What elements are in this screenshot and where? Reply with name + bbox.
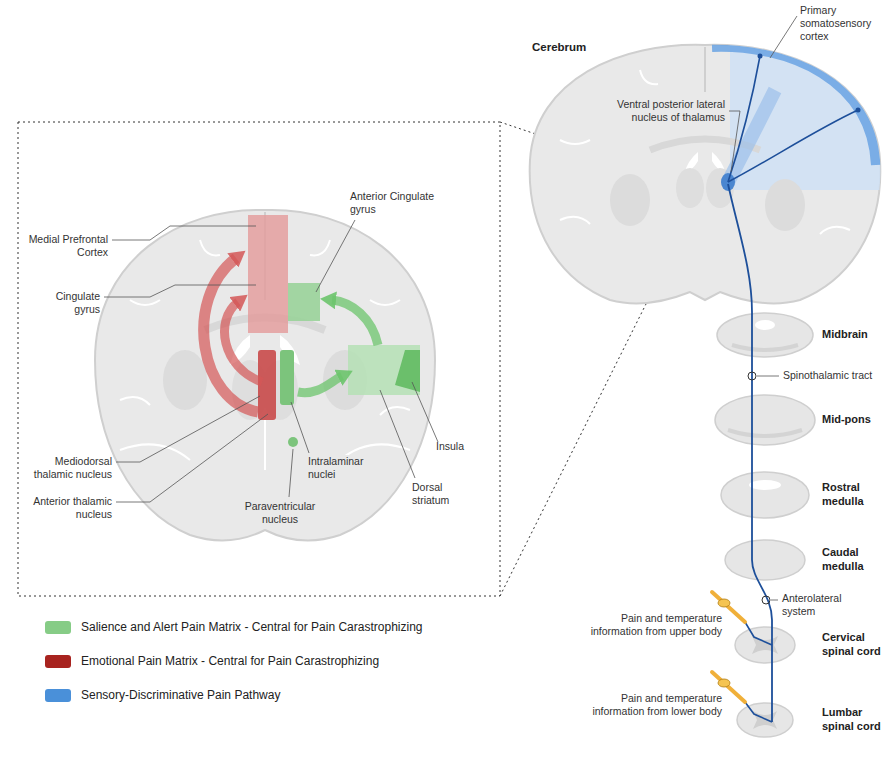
caudal-medulla-section — [725, 540, 805, 580]
paraventricular-region — [288, 437, 298, 447]
brain-section — [95, 210, 435, 541]
legend-swatch — [45, 689, 71, 702]
level-label: Mid-pons — [822, 413, 886, 427]
gyrus-line — [560, 217, 590, 224]
intralaminar-region — [280, 350, 294, 405]
anterior-cingulate-region — [288, 283, 320, 321]
salience-arrow — [298, 376, 342, 393]
leader-line — [104, 285, 256, 297]
inset-frame — [18, 122, 500, 596]
crossing-fiber — [745, 702, 772, 722]
basal-ganglia — [163, 350, 207, 410]
leader-line — [757, 376, 779, 377]
structure-label: Intralaminar nuclei — [308, 455, 378, 481]
leader-line — [729, 111, 740, 172]
leader-line — [291, 402, 309, 453]
input-note: Pain and temperature information from up… — [572, 612, 722, 638]
thalamocortical-fiber — [728, 110, 858, 182]
legend-row: Sensory-Discriminative Pain Pathway — [45, 688, 280, 702]
cervical-cord-section — [735, 627, 795, 663]
somatosensory-cortex-band — [712, 47, 876, 165]
spinothalamic-tract — [728, 184, 772, 722]
level-label: Rostral medulla — [822, 481, 886, 509]
leader-line — [380, 390, 415, 478]
structure-label: Paraventricular nucleus — [240, 500, 320, 526]
salience-arrow — [332, 300, 378, 345]
gyrus-line — [200, 240, 220, 255]
gyrus-line — [560, 140, 590, 144]
structure-label: Insula — [436, 440, 486, 453]
tract-marker — [748, 372, 756, 380]
basal-ganglia — [610, 174, 650, 226]
pons-detail — [728, 430, 802, 436]
structure-label: Primary somatosensory cortex — [800, 4, 884, 43]
sulcus-line — [120, 444, 190, 460]
level-label: Lumbar spinal cord — [822, 706, 886, 734]
gyrus-line — [310, 240, 330, 255]
ganglion-cell — [718, 679, 730, 687]
tract-label: Spinothalamic tract — [783, 369, 883, 382]
prefrontal-region — [248, 215, 288, 333]
fiber-ending — [856, 108, 861, 113]
thalamus — [676, 168, 704, 208]
leader-line — [116, 414, 268, 502]
legend-row: Salience and Alert Pain Matrix - Central… — [45, 620, 423, 634]
legend-row: Emotional Pain Matrix - Central for Pain… — [45, 654, 379, 668]
structure-label: Ventral posterior lateral nucleus of tha… — [585, 98, 725, 124]
gyrus-line — [820, 227, 850, 234]
pons-section — [715, 395, 815, 445]
structure-label: Anterior Cingulate gyrus — [350, 190, 440, 216]
gyrus-line — [640, 70, 658, 84]
structure-label: Cingulate gyrus — [40, 290, 100, 316]
tract-label: Anterolateral system — [782, 592, 852, 618]
midline-fissure — [704, 47, 706, 92]
level-label: Midbrain — [822, 328, 886, 342]
level-label: Caudal medulla — [822, 546, 886, 574]
leader-line — [289, 449, 293, 497]
peduncle-detail — [732, 345, 798, 350]
rostral-medulla-section — [721, 472, 809, 518]
grey-matter — [753, 711, 777, 729]
third-ventricle — [264, 420, 266, 470]
gyrus-line — [130, 300, 160, 305]
legend-swatch — [45, 621, 71, 634]
legend-swatch — [45, 655, 71, 668]
emotional-arrow — [225, 302, 263, 382]
level-label: Cervical spinal cord — [822, 631, 886, 659]
gyrus-line — [380, 407, 410, 415]
structure-label: Medial Prefrontal Cortex — [20, 233, 108, 259]
thalamocortical-fiber — [728, 56, 760, 182]
leader-line — [412, 382, 438, 442]
tract-marker — [762, 596, 770, 604]
emotional-arrow — [204, 258, 258, 412]
insula-region — [395, 350, 420, 392]
structure-label: Dorsal striatum — [412, 481, 472, 507]
legend-text: Emotional Pain Matrix - Central for Pain… — [81, 654, 379, 668]
fourth-ventricle — [749, 480, 781, 490]
crossing-fiber — [745, 622, 772, 645]
legend-text: Salience and Alert Pain Matrix - Central… — [81, 620, 423, 634]
midbrain-section — [717, 313, 813, 357]
sensory-shading — [712, 40, 890, 190]
leader-line — [316, 220, 355, 292]
region-title: Cerebrum — [532, 40, 602, 54]
legend-text: Sensory-Discriminative Pain Pathway — [81, 688, 280, 702]
leader-line — [770, 16, 797, 58]
ganglion-cell — [718, 599, 730, 607]
aqueduct — [755, 320, 775, 330]
basal-ganglia — [765, 179, 805, 231]
leader-line — [116, 396, 260, 462]
structure-label: Mediodorsal thalamic nucleus — [22, 455, 112, 481]
leader-line — [112, 226, 256, 240]
gyrus-line — [120, 397, 150, 405]
input-note: Pain and temperature information from lo… — [572, 692, 722, 718]
gyrus-line — [370, 300, 400, 305]
striatum-region — [348, 345, 420, 395]
structure-label: Anterior thalamic nucleus — [22, 495, 112, 521]
leader-line — [771, 600, 778, 601]
lumbar-cord-section — [737, 703, 793, 737]
fiber-ending — [758, 54, 763, 59]
